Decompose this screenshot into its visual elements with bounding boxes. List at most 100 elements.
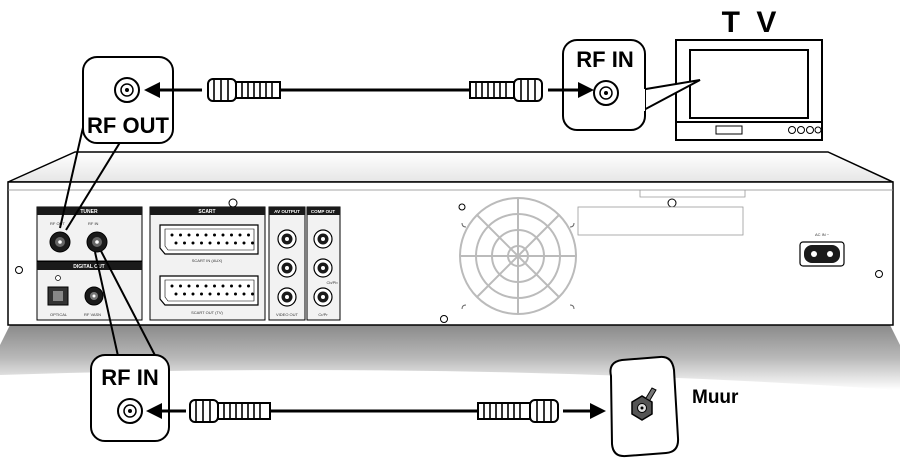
scart-pin [221,284,225,288]
comp-out-label: COMP OUT [311,209,335,214]
audio-out-r-jack[interactable] [277,258,297,278]
dvd-recorder-rear: TUNER RF OUT RF IN DIGITAL OUT OPTICAL R… [7,151,894,326]
comp-pr-jack[interactable] [313,287,333,307]
wall-socket [609,355,680,458]
wall-label: Muur [692,387,739,408]
scart-out-connector[interactable] [159,275,259,306]
rf-in-jack[interactable] [86,231,108,253]
comp-y-jack[interactable] [313,229,333,249]
label-plate [577,206,744,236]
rf-in-device-callout [90,250,170,442]
scart-pin [174,241,178,245]
device-top [7,151,894,183]
scart-pin [183,241,186,245]
tv-set [675,39,823,141]
scart-pin [230,233,233,237]
ac-in-socket[interactable] [799,241,845,267]
scart-pin [187,284,191,288]
fan-mount-marks [461,222,575,310]
scart-pin [247,233,250,237]
scart-pin [247,284,250,288]
scart-pin [234,241,237,245]
scart-pin [170,233,174,237]
scart-pin [174,292,178,296]
scart-in-label: SCART IN (AUX) [192,258,223,263]
rf-out-callout [59,56,174,231]
rf-out-jack[interactable] [49,231,71,253]
scart-pin [208,241,212,245]
rf-in-tv-callout-jack [593,80,619,106]
scart-pin [230,284,233,288]
side-screw-left [15,266,23,274]
scart-pin [208,292,212,296]
optical-label: OPTICAL [50,312,68,317]
scart-pin [183,292,186,296]
scart-pin [170,284,174,288]
panel-screw-bottom [440,315,448,323]
audio-out-l-jack[interactable] [277,229,297,249]
cb-pb-label: Cb/Pb [326,280,338,285]
rf-vasn-label: RF VASN [84,312,101,317]
scart-pin [242,241,246,245]
scart-pin [191,292,195,296]
scart-pin [200,241,203,245]
digital-out-label: DIGITAL OUT [73,264,104,270]
scart-pin [217,241,220,245]
panel-screw-left [458,203,466,211]
rf-in-device-label: RF IN [101,365,158,390]
wall-coax-connector-icon [631,387,657,421]
scart-label: SCART [198,209,215,215]
rf-out-label: RF OUT [87,113,169,138]
arrow-to-device-rf-in [146,403,186,419]
tuner-label: TUNER [80,209,98,215]
scart-pin [196,233,199,237]
side-screw-right [875,270,883,278]
bottom-coax-cable [189,399,559,423]
coaxial-jack[interactable] [84,286,104,306]
scart-pin [217,292,220,296]
scart-pin [213,284,216,288]
scart-pin [179,284,182,288]
scart-pin [251,292,254,296]
scart-pin [225,241,229,245]
scart-pin [242,292,246,296]
av-output-label: AV OUTPUT [274,209,300,214]
rf-in-small-label: RF IN [88,221,99,226]
scart-pin [238,284,242,288]
video-out-jack[interactable] [277,287,297,307]
scart-pin [234,292,237,296]
optical-jack[interactable] [47,286,69,306]
scart-pin [204,233,208,237]
top-screw [667,198,677,208]
scart-in-connector[interactable] [159,224,259,255]
scart-pin [191,241,195,245]
arrow-to-wall [563,403,606,419]
scart-pin [251,241,254,245]
scart-pin [213,233,216,237]
scart-pin [238,233,242,237]
comp-pb-jack[interactable] [313,258,333,278]
scart-pin [225,292,229,296]
top-coax-cable [207,78,543,102]
arrow-to-tv-rf-in [548,82,594,98]
cr-pr-label: Cr/Pr [318,312,328,317]
rf-in-tv-callout [562,39,701,131]
rf-in-tv-label: RF IN [576,47,633,72]
scart-pin [179,233,182,237]
rf-out-callout-jack [114,77,140,103]
scart-pin [196,284,199,288]
tv-label: T V [722,6,781,39]
scart-pin [221,233,225,237]
scart-pin [200,292,203,296]
ac-in-label: AC IN ~ [815,232,830,237]
scart-pin [187,233,191,237]
video-out-label: VIDEO OUT [276,312,299,317]
rf-in-device-callout-jack [117,398,143,424]
scart-out-label: SCART OUT (TV) [191,310,223,315]
scart-pin [204,284,208,288]
rf-out-small-label: RF OUT [50,221,65,226]
arrow-to-rf-out [144,82,202,98]
fan-grill [459,197,577,315]
tuner-panel [36,206,143,262]
